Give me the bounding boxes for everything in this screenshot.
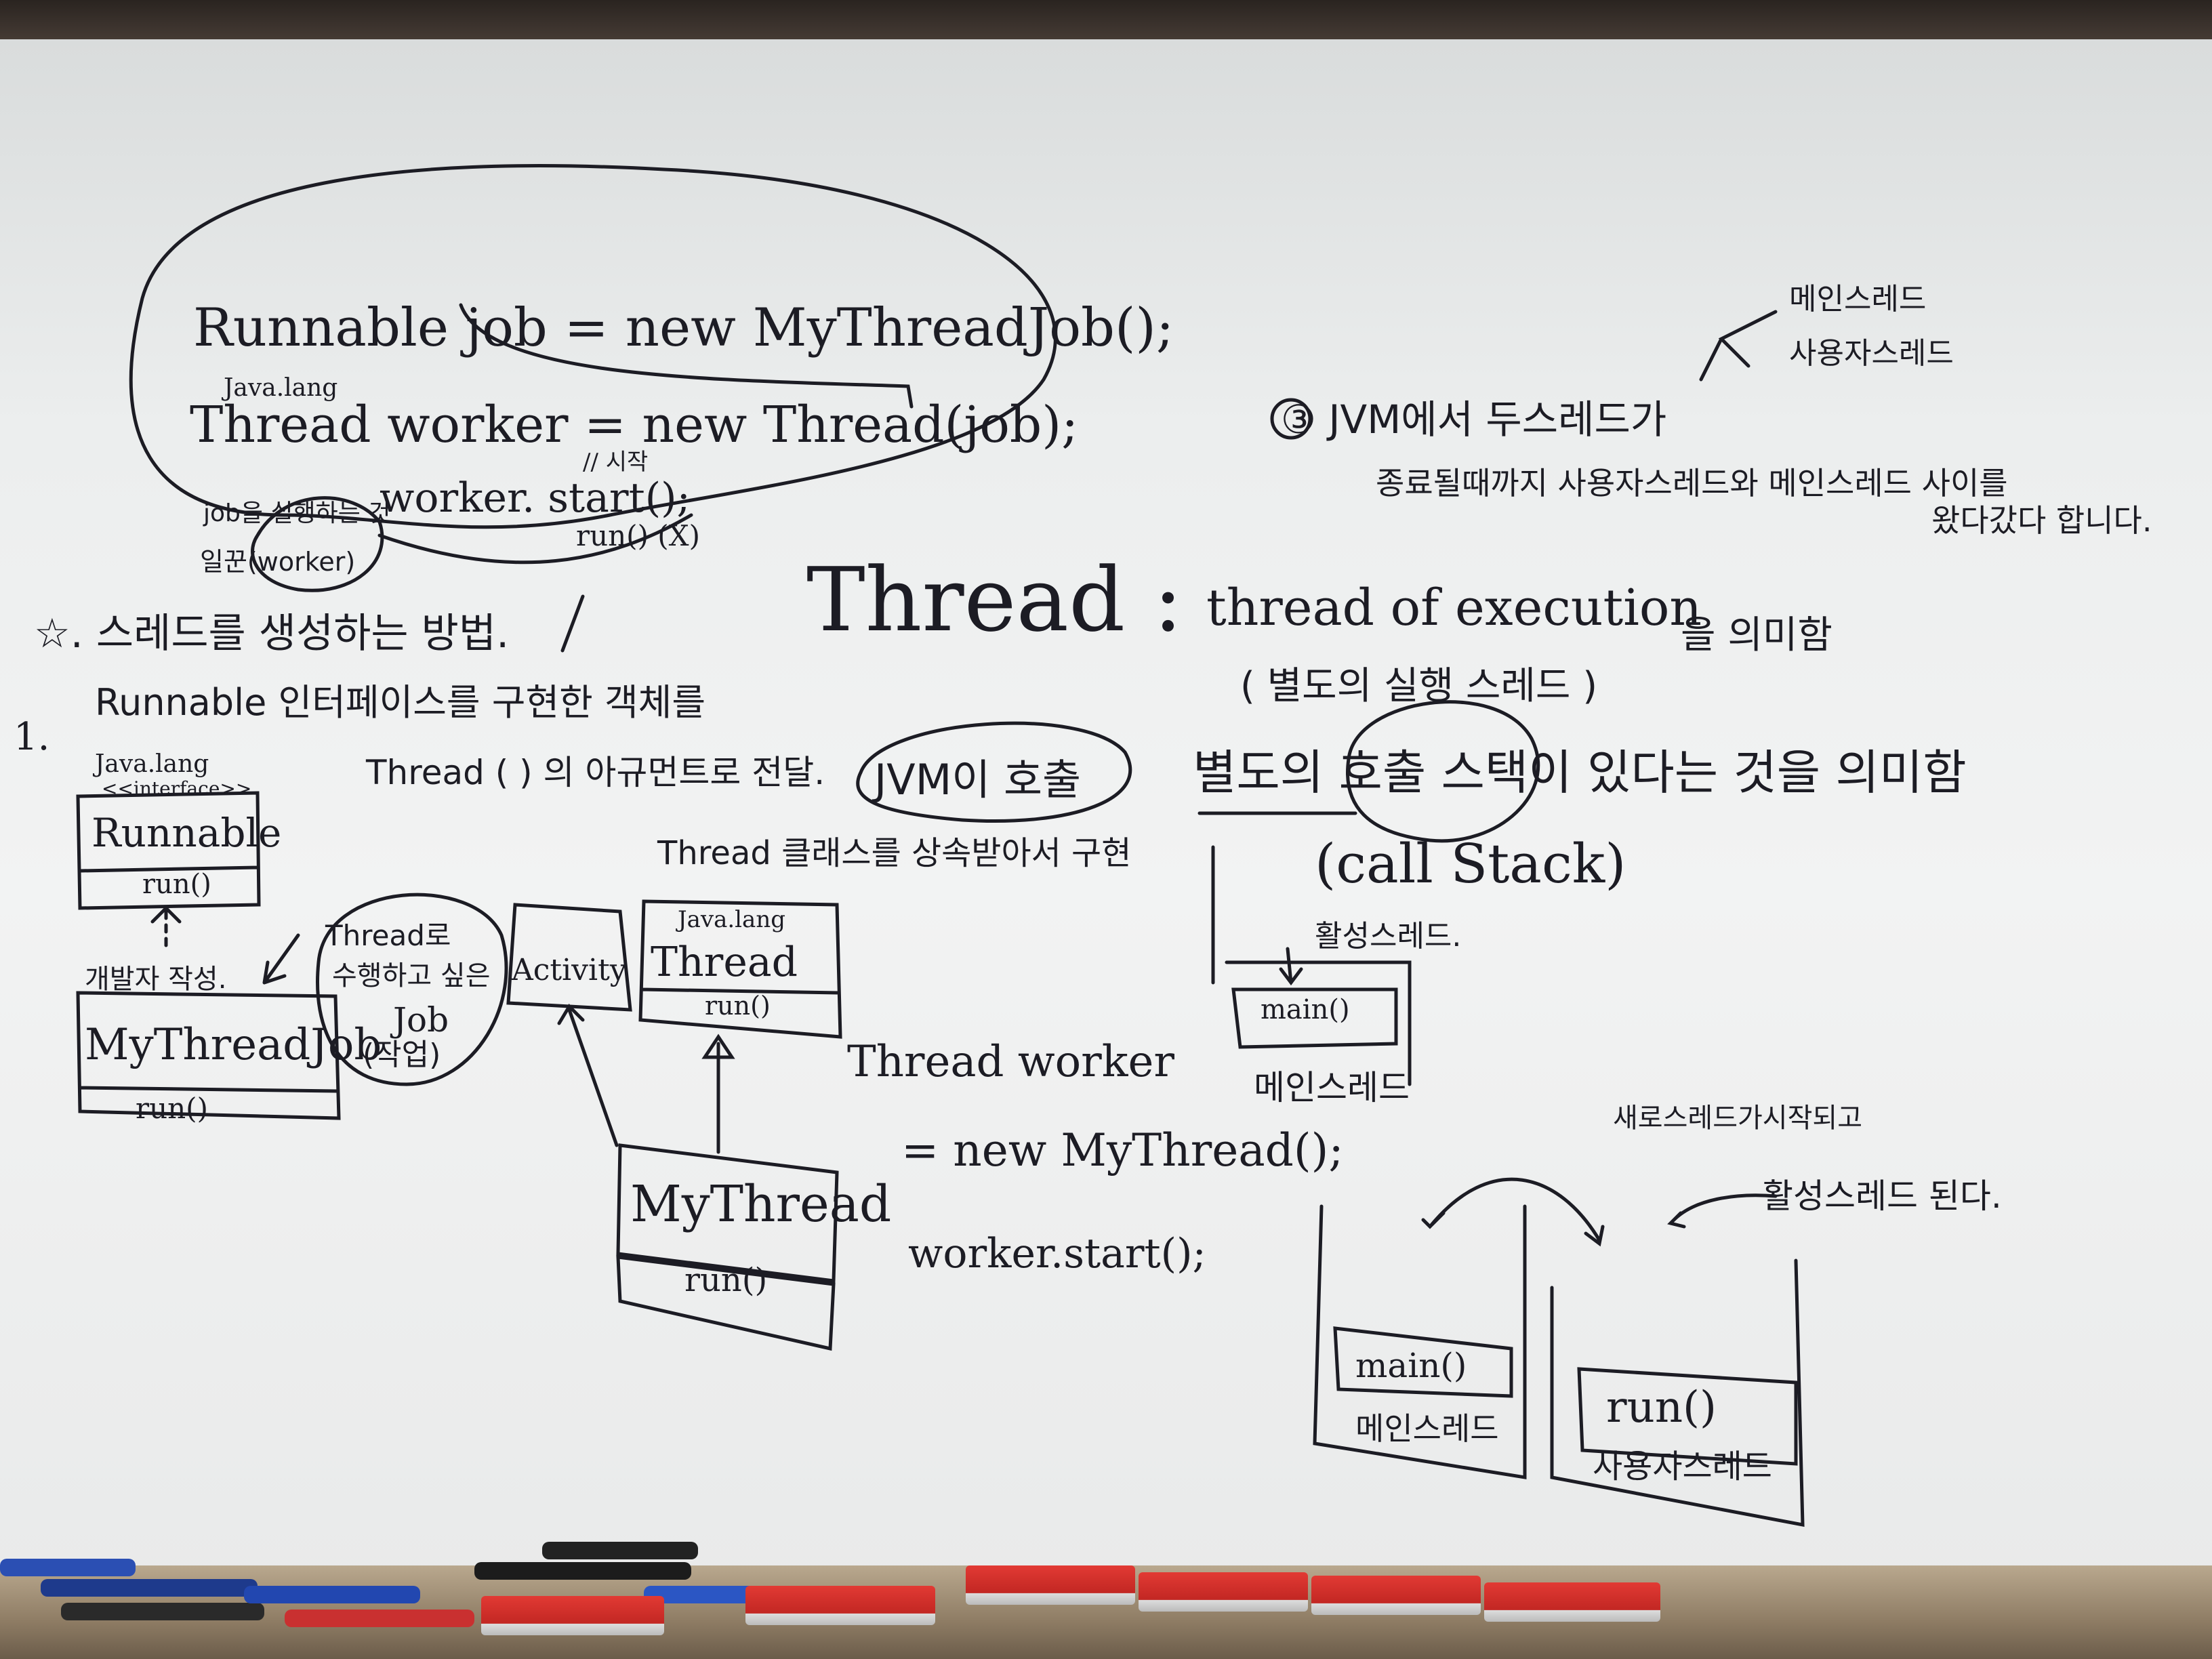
- thread-phrase: thread of execution: [1206, 579, 1702, 637]
- runnable-box: [76, 791, 261, 910]
- run-note: run() (X): [576, 519, 700, 552]
- dev-arrow: [262, 933, 300, 985]
- marker: [285, 1610, 474, 1627]
- worker-arrow: [377, 513, 693, 565]
- job-bubble-line3: Job: [393, 1000, 449, 1040]
- thread-class-box: [638, 899, 842, 1039]
- start-comment: // 시작: [583, 449, 649, 476]
- jvm-note-3: 왔다갔다 합니다.: [1931, 502, 2152, 539]
- realize-head: [150, 905, 182, 924]
- mythreadjob-box: [76, 991, 341, 1120]
- eraser: [966, 1565, 1135, 1605]
- marker: [41, 1579, 258, 1597]
- activity-box: [506, 903, 632, 1012]
- code-line-3: worker. start();: [380, 474, 691, 522]
- job-bubble-line1: Thread로: [325, 919, 451, 952]
- method2-text: Thread 클래스를 상속받아서 구현: [657, 834, 1132, 872]
- marker: [244, 1586, 420, 1603]
- mythreadjob-method: run(): [136, 1092, 208, 1125]
- eraser: [1484, 1582, 1660, 1622]
- marker: [474, 1562, 691, 1580]
- new-thread-note: 새로스레드가시작되고: [1613, 1103, 1862, 1134]
- code-loop-outline: [129, 164, 1057, 529]
- extend-line-1: [701, 1033, 735, 1154]
- javalang-label-1: Java.lang: [224, 374, 338, 402]
- mythreadjob-name: MyThreadJob: [85, 1020, 382, 1070]
- developer-note: 개발자 작성.: [85, 964, 227, 995]
- runnable-method: run(): [142, 869, 211, 900]
- thread-paren: ( 별도의 실행 스레드 ): [1240, 664, 1598, 708]
- branch-lines: [1699, 310, 1778, 382]
- becomes-active-note: 활성스레드 된다.: [1762, 1176, 2002, 1216]
- job-bubble-line2: 수행하고 싶은: [332, 960, 491, 991]
- stack-arrow: [1279, 947, 1303, 986]
- worker-circle: [251, 496, 384, 592]
- code2-line2: = new MyThread();: [901, 1124, 1344, 1176]
- right-stack: [1550, 1258, 1805, 1528]
- mythread-box: [616, 1143, 839, 1351]
- code-line-2: Thread worker = new Thread(job);: [190, 396, 1079, 454]
- call-stack-line: 별도의 호출 스택이 있다는 것을 의미함: [1193, 745, 1967, 800]
- branch-main: 메인스레드: [1789, 282, 1927, 316]
- method-number: 1.: [14, 715, 50, 759]
- eraser: [745, 1586, 935, 1625]
- job-bubble: [316, 893, 508, 1086]
- stack2-label: 사용자스레드: [1593, 1448, 1772, 1486]
- jvm-note-2: 종료될때까지 사용자스레드와 메인스레드 사이를: [1376, 465, 2008, 501]
- runnable-name: Runnable: [91, 810, 282, 856]
- jvm-circle: [856, 721, 1132, 823]
- job-note: job을 실행하는 것: [203, 499, 391, 527]
- code2-line1: Thread worker: [847, 1037, 1174, 1087]
- swap-arrow: [1421, 1177, 1605, 1247]
- heading-slash: [560, 594, 585, 653]
- active-arrow: [1667, 1193, 1778, 1229]
- left-stack: [1313, 1204, 1527, 1479]
- marker: [61, 1603, 264, 1620]
- marker: [542, 1542, 698, 1559]
- jvm-call: JVM이 호출: [874, 755, 1082, 804]
- call-stack-label: (call Stack): [1315, 832, 1626, 895]
- marker: [0, 1559, 136, 1576]
- mythread-method: run(): [684, 1261, 768, 1299]
- call-bubble: [1346, 700, 1540, 843]
- extend-line-2: [557, 1003, 619, 1147]
- stack2-frame: run(): [1606, 1382, 1717, 1433]
- right-frame: [1577, 1367, 1798, 1466]
- eraser: [481, 1596, 664, 1635]
- job-bubble-line4: (작업): [363, 1038, 441, 1072]
- stack1-label: 메인스레드: [1355, 1410, 1499, 1447]
- code-line-1: Runnable job = new MyThreadJob();: [193, 298, 1174, 359]
- stack1-frame: main(): [1355, 1346, 1467, 1385]
- activity-label: Activity: [512, 953, 627, 987]
- thread-meaning: 을 의미함: [1681, 613, 1832, 657]
- method-heading: ☆. 스레드를 생성하는 방법.: [34, 610, 510, 657]
- main-frame-top: main(): [1261, 994, 1350, 1025]
- mythread-name: MyThread: [630, 1175, 892, 1233]
- job-arrow: [459, 303, 914, 409]
- method1-line1: Runnable 인터페이스를 구현한 객체를: [95, 681, 706, 724]
- thread-pkg: Java.lang: [678, 906, 785, 933]
- method1-line2: Thread ( ) 의 아규먼트로 전달.: [366, 753, 825, 792]
- runnable-stereotype: <<interface>>: [102, 777, 252, 800]
- code2-line3: worker.start();: [908, 1230, 1206, 1277]
- left-frame: [1333, 1326, 1513, 1398]
- eraser: [1139, 1572, 1308, 1612]
- thread-class-method: run(): [705, 991, 771, 1021]
- active-thread-label: 활성스레드.: [1315, 919, 1462, 954]
- eraser: [1311, 1576, 1481, 1615]
- runnable-pkg: Java.lang: [95, 750, 209, 778]
- thread-title: Thread :: [806, 548, 1183, 651]
- jvm-note-1: ③ JVM에서 두스레드가: [1281, 396, 1667, 443]
- whiteboard: [0, 39, 2212, 1591]
- num3-circle: [1270, 398, 1312, 440]
- worker-note: 일꾼(worker): [200, 547, 356, 577]
- branch-user: 사용자스레드: [1789, 336, 1954, 371]
- thread-class-name: Thread: [651, 939, 798, 986]
- main-thread-label: 메인스레드: [1254, 1068, 1410, 1107]
